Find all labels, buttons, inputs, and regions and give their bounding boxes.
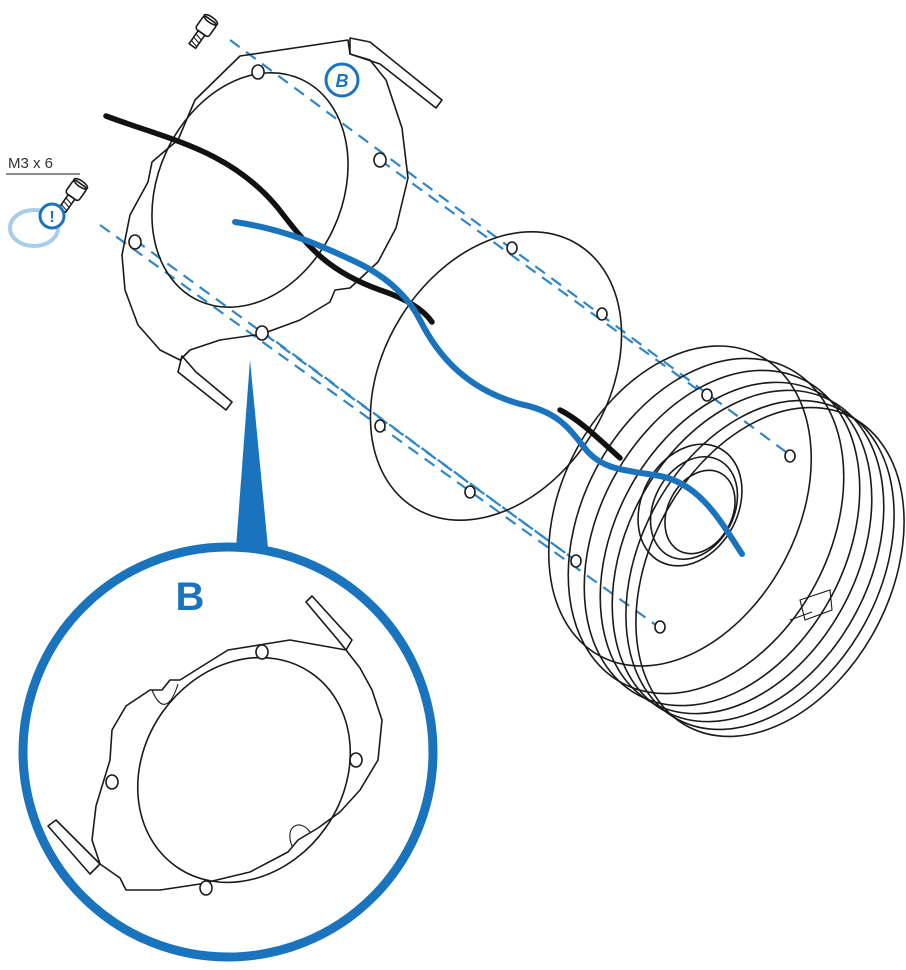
mounting-bracket (121, 37, 443, 411)
screw-top (188, 13, 219, 50)
callout-letter-small: B (336, 71, 349, 91)
screw-spec-label: M3 x 6 (8, 155, 53, 172)
callout-pointer (236, 360, 268, 548)
screw-left (58, 177, 89, 214)
warning-symbol: ! (49, 209, 54, 226)
cables (103, 113, 745, 557)
letter-b-circle-icon: B (324, 62, 360, 98)
exclamation-circle-icon: ! (8, 202, 66, 248)
alignment-guides (99, 39, 791, 629)
detail-magnifier: B (18, 542, 438, 962)
callout-letter-large: B (176, 575, 205, 619)
camera-base (547, 345, 905, 738)
